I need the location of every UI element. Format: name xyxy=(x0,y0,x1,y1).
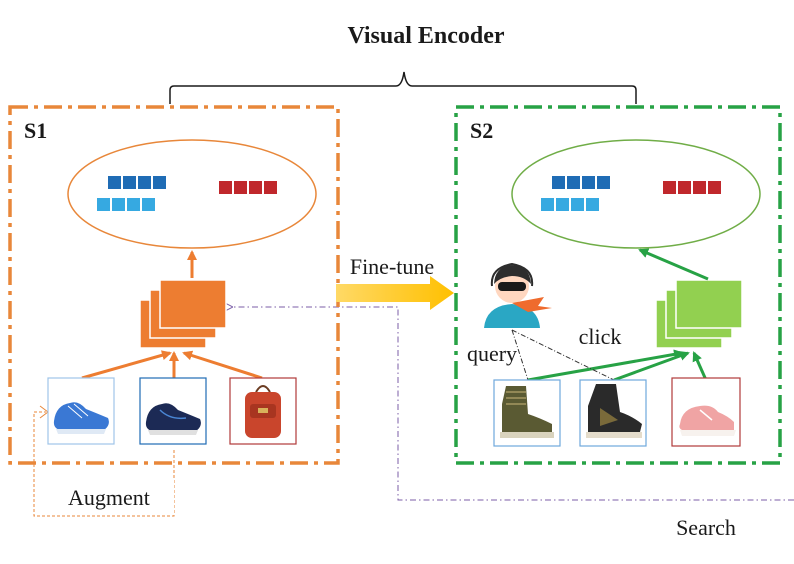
stage1-frame xyxy=(8,105,340,465)
encoder-brace xyxy=(169,71,637,104)
stage1-tokens xyxy=(97,176,277,211)
stage1-item-navy-shoe xyxy=(139,377,207,445)
fine-tune-arrow xyxy=(336,276,454,310)
stage2-embedding-space xyxy=(511,139,761,249)
stage2-frame xyxy=(454,105,782,465)
blue-running-shoe-icon xyxy=(53,402,109,434)
search-line xyxy=(232,307,794,501)
stage2-label: S2 xyxy=(470,118,493,143)
navy-running-shoe-icon xyxy=(145,403,201,435)
stage2-input-arrows xyxy=(527,349,708,382)
fine-tune-label: Fine-tune xyxy=(350,254,434,279)
pink-sneaker-icon xyxy=(679,405,736,436)
stage2-item-pink-sneaker xyxy=(671,377,741,447)
stage1-embedding-space xyxy=(67,139,317,249)
diagram-title: Visual Encoder xyxy=(347,23,504,49)
search-label: Search xyxy=(676,515,736,540)
stage2-token-dark-blue xyxy=(552,176,610,189)
stage2-encoder-to-space-arrow xyxy=(638,248,709,281)
stage2-item-olive-boot xyxy=(493,379,561,447)
click-label: click xyxy=(579,324,622,349)
stage2-encoder-stack xyxy=(655,279,743,349)
stage1-token-light-blue xyxy=(97,198,155,211)
stage1-encoder-stack xyxy=(139,279,227,349)
stage2-tokens xyxy=(541,176,721,211)
stage1-item-blue-shoe xyxy=(47,377,115,445)
user-with-headset-icon xyxy=(484,262,552,328)
red-backpack-icon xyxy=(245,385,281,438)
black-high-top-sneaker-icon xyxy=(586,384,642,438)
stage2-token-red xyxy=(663,181,721,194)
stage1-token-red xyxy=(219,181,277,194)
query-label: query xyxy=(467,341,517,366)
olive-high-top-sneaker-icon xyxy=(500,386,554,438)
stage1-label: S1 xyxy=(24,118,47,143)
stage2-item-black-boot xyxy=(579,379,647,447)
augment-label: Augment xyxy=(68,485,150,510)
user-interaction-lines xyxy=(511,329,615,381)
stage2-token-light-blue xyxy=(541,198,599,211)
stage1-token-dark-blue xyxy=(108,176,166,189)
augment-label-bg xyxy=(50,480,174,514)
stage1-item-red-backpack xyxy=(229,377,297,445)
stage1-input-arrows xyxy=(81,350,263,380)
